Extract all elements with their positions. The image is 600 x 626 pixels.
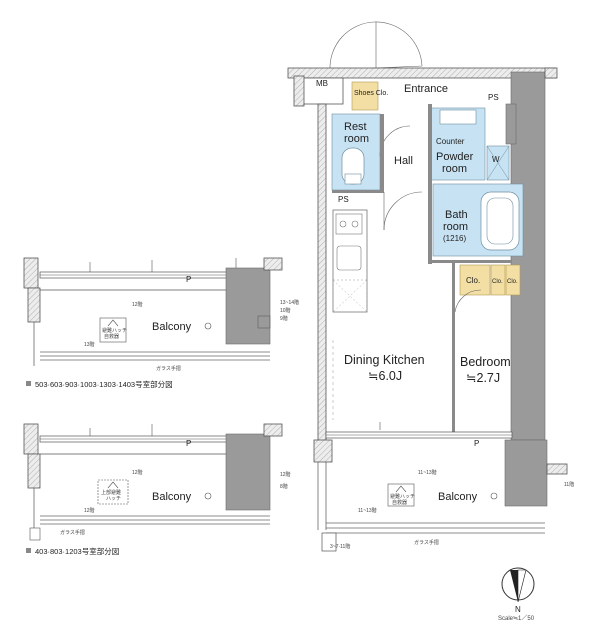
dining-kitchen-label: Dining Kitchen: [344, 353, 425, 367]
partial-1-column: [225, 267, 271, 345]
bath-room-label-1: Bath: [445, 209, 468, 221]
partial-2-floors-top: 12階: [132, 469, 143, 476]
partial-2-hatch-2: ハッチ: [106, 496, 121, 502]
partial-1-floors-r1: 13~14階: [280, 299, 299, 306]
partial-1-floors-r3: 9階: [280, 315, 288, 322]
main-unit: MB Shoes Clo. Entrance PS Rest room Coun…: [287, 21, 574, 552]
closet-2-label: Clo.: [492, 279, 503, 285]
shoes-label: Shoes Clo.: [354, 90, 388, 97]
partial-2-column: [225, 433, 271, 511]
partial-1-hatch: 避難ハッチ: [102, 327, 127, 334]
shoes-closet: [351, 81, 379, 111]
partial-2-floors-left: 12階: [84, 507, 95, 514]
main-floors-left: 11~13階: [358, 507, 377, 514]
hall-label: Hall: [394, 155, 413, 167]
ps-mid-label: PS: [338, 195, 349, 204]
p-main-label: P: [474, 439, 479, 448]
partial-1-floors-left: 13階: [84, 341, 95, 348]
compass-n-label: N: [515, 605, 521, 614]
main-glass-rail: ガラス手摺: [414, 539, 439, 546]
partial-1-hatch-2: 自救器: [104, 333, 119, 340]
partial-2-balcony: Balcony: [152, 491, 192, 503]
bedroom-size: ≒2.7J: [466, 371, 500, 385]
main-hatch-label: 避難ハッチ: [390, 493, 415, 500]
rest-room-label-2: room: [344, 133, 369, 145]
main-hatch-label-2: 自救器: [392, 499, 407, 506]
closet-3: [505, 264, 521, 296]
partial-2-glass-rail: ガラス手摺: [60, 529, 85, 536]
main-balcony-label: Balcony: [438, 491, 478, 503]
bath-room-label-2: room: [443, 221, 468, 233]
partial-2-p: P: [186, 439, 191, 448]
bath-room-label-3: (1216): [443, 234, 466, 243]
rest-room-label-1: Rest: [344, 121, 367, 133]
balcony-column: [504, 439, 548, 507]
main-floors-bottom: 3~7·11階: [330, 543, 350, 550]
compass-north-arrow-icon: N Scale≒1／50: [498, 567, 535, 622]
dining-kitchen-size: ≒6.0J: [368, 369, 402, 383]
partial-plan-2: P Balcony 12階 12階 8階 12階 上部避難 ハッチ ガラス手摺 …: [23, 423, 291, 556]
ps-top-label: PS: [488, 93, 499, 102]
powder-room-label-1: Powder: [436, 151, 474, 163]
partial-2-floors-r2: 8階: [280, 483, 288, 490]
partial-1-caption: 503·603·903·1003·1303·1403号室部分図: [35, 379, 173, 389]
partial-1-p: P: [186, 275, 191, 284]
bedroom-label: Bedroom: [460, 355, 511, 369]
closet-2: [490, 264, 506, 296]
entrance-door-swing: [329, 21, 423, 71]
partial-1-floors-r2: 10階: [280, 307, 291, 314]
main-floors-top: 11~13階: [418, 469, 437, 476]
partial-plan-1: P Balcony 12階 13~14階 10階 9階 13階 避難ハッチ 自救…: [23, 257, 299, 389]
partial-1-glass-rail: ガラス手摺: [156, 365, 181, 372]
partial-2-caption: 403·803·1203号室部分図: [35, 546, 119, 556]
entrance-label: Entrance: [404, 83, 448, 95]
closet-3-label: Clo.: [507, 279, 518, 285]
counter-label: Counter: [436, 137, 465, 146]
main-floors-right: 11階: [564, 481, 574, 488]
partial-1-floors-top: 12階: [132, 301, 143, 308]
left-wall: [317, 103, 327, 455]
partial-1-balcony: Balcony: [152, 321, 192, 333]
closet-1: [459, 264, 491, 296]
mb-label: MB: [316, 79, 328, 88]
partial-2-hatch: 上部避難: [101, 489, 121, 496]
powder-room-label-2: room: [442, 163, 467, 175]
washer-label: W: [492, 155, 500, 164]
closet-1-label: Clo.: [466, 276, 480, 285]
scale-label: Scale≒1／50: [498, 615, 535, 622]
partial-2-floors-r1: 12階: [280, 471, 291, 478]
